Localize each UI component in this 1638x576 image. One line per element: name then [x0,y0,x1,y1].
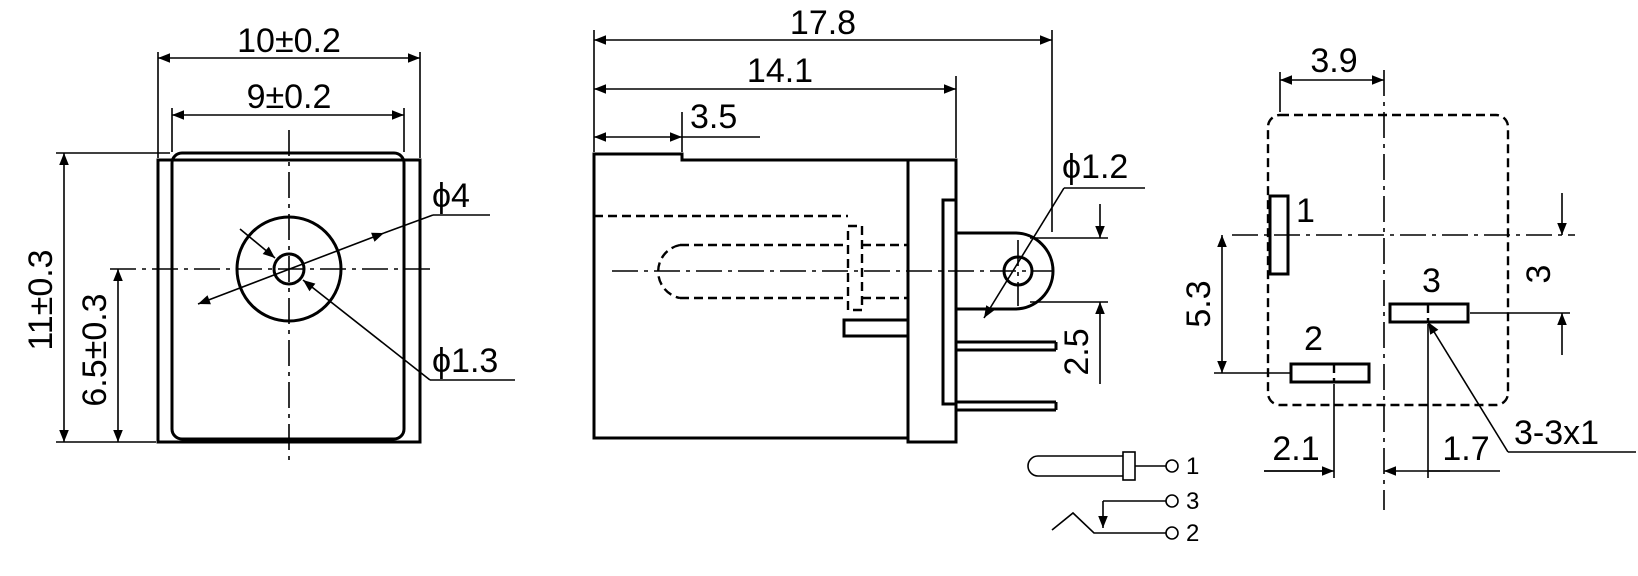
footprint-outline [1266,113,1510,407]
side-view: 17.8 14.1 3.5 ϕ1.2 2.5 [592,4,1145,444]
phi4-leader-ext [383,214,434,234]
pad-2 [1289,362,1371,384]
schematic-wire-2 [1051,511,1166,534]
hidden-pin-tip [656,243,681,300]
side-flange [906,158,958,444]
dim-w9-label: 9±0.2 [247,78,332,116]
schematic-label-3: 3 [1186,488,1199,515]
rear-pin-tab [956,231,1055,311]
front-inner-face [170,151,406,441]
schematic-terminal-1 [1165,459,1179,473]
schematic-pin-collar [1122,451,1136,481]
pad-1 [1268,194,1290,276]
phi13-label: ϕ1.3 [432,342,498,380]
hidden-collar [846,224,864,312]
schematic-label-1: 1 [1186,453,1199,480]
side-clip [842,318,910,338]
footprint-view: 1 2 3 3.9 5.3 3 2.1 1.7 3-3x1 [1180,42,1636,510]
pad-1-label: 1 [1296,192,1315,230]
dim-f17-label: 1.7 [1442,430,1489,468]
dim-p25-label: 2.5 [1058,328,1096,375]
dim-f39-label: 3.9 [1310,42,1357,80]
phi13-leader-a [239,228,276,259]
schematic-label-2: 2 [1186,520,1199,547]
front-view: ϕ4 ϕ1.3 10±0.2 9±0.2 11±0.3 6.5±0.3 [22,22,515,462]
dim-l35-label: 3.5 [690,98,737,136]
schematic-pin-body [1027,455,1123,477]
phi12-leader [983,187,1065,319]
pad-3-label: 3 [1422,262,1441,300]
dim-w10-label: 10±0.2 [237,22,341,60]
slot-label: 3-3x1 [1514,414,1599,452]
schematic-terminal-2 [1165,526,1179,540]
pad-2-label: 2 [1304,320,1323,358]
dim-l178-label: 17.8 [790,4,856,42]
schematic-terminal-3 [1165,494,1179,508]
phi12-label: ϕ1.2 [1062,148,1128,186]
phi13-leader-b [302,279,431,381]
phi4-leader [197,232,385,305]
dim-f53-label: 5.3 [1180,280,1218,327]
schematic: 1 3 2 [1027,451,1199,547]
dim-l141-label: 14.1 [747,52,813,90]
phi4-label: ϕ4 [432,177,470,215]
dim-h11-label: 11±0.3 [22,249,60,350]
dim-h65-label: 6.5±0.3 [76,293,114,406]
side-flange-step [941,198,958,406]
dim-f3-label: 3 [1520,265,1558,284]
side-body-outline [592,152,908,440]
slot-leader [1427,321,1509,453]
dim-f21-label: 2.1 [1272,430,1319,468]
